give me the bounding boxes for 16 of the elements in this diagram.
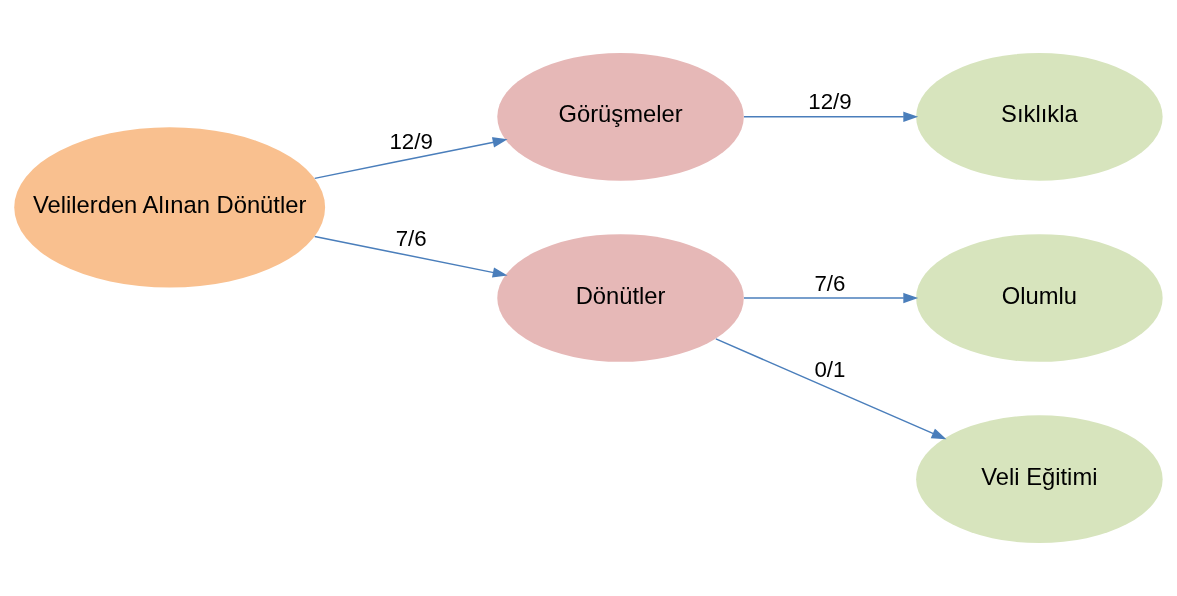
edge-label: 0/1: [814, 356, 846, 382]
edge-label: 7/6: [395, 226, 427, 252]
edge-label: 7/6: [814, 270, 846, 296]
arrow: [313, 235, 508, 278]
node-ellipse: Görüşmeler: [497, 52, 744, 181]
node-ellipse: Veli Eğitimi: [916, 415, 1163, 544]
node-ellipse: Dönütler: [497, 234, 744, 362]
edge-label: 12/9: [389, 129, 433, 155]
arrow: [743, 111, 919, 122]
arrow: [715, 338, 947, 440]
node-ellipse: Olumlu: [916, 234, 1163, 362]
node-ellipse: Sıklıkla: [916, 52, 1163, 181]
edge-label: 12/9: [808, 89, 852, 115]
node-ellipse: Velilerden Alınan Dönütler: [14, 127, 326, 288]
arrow: [743, 292, 919, 304]
arrow: [313, 137, 508, 180]
